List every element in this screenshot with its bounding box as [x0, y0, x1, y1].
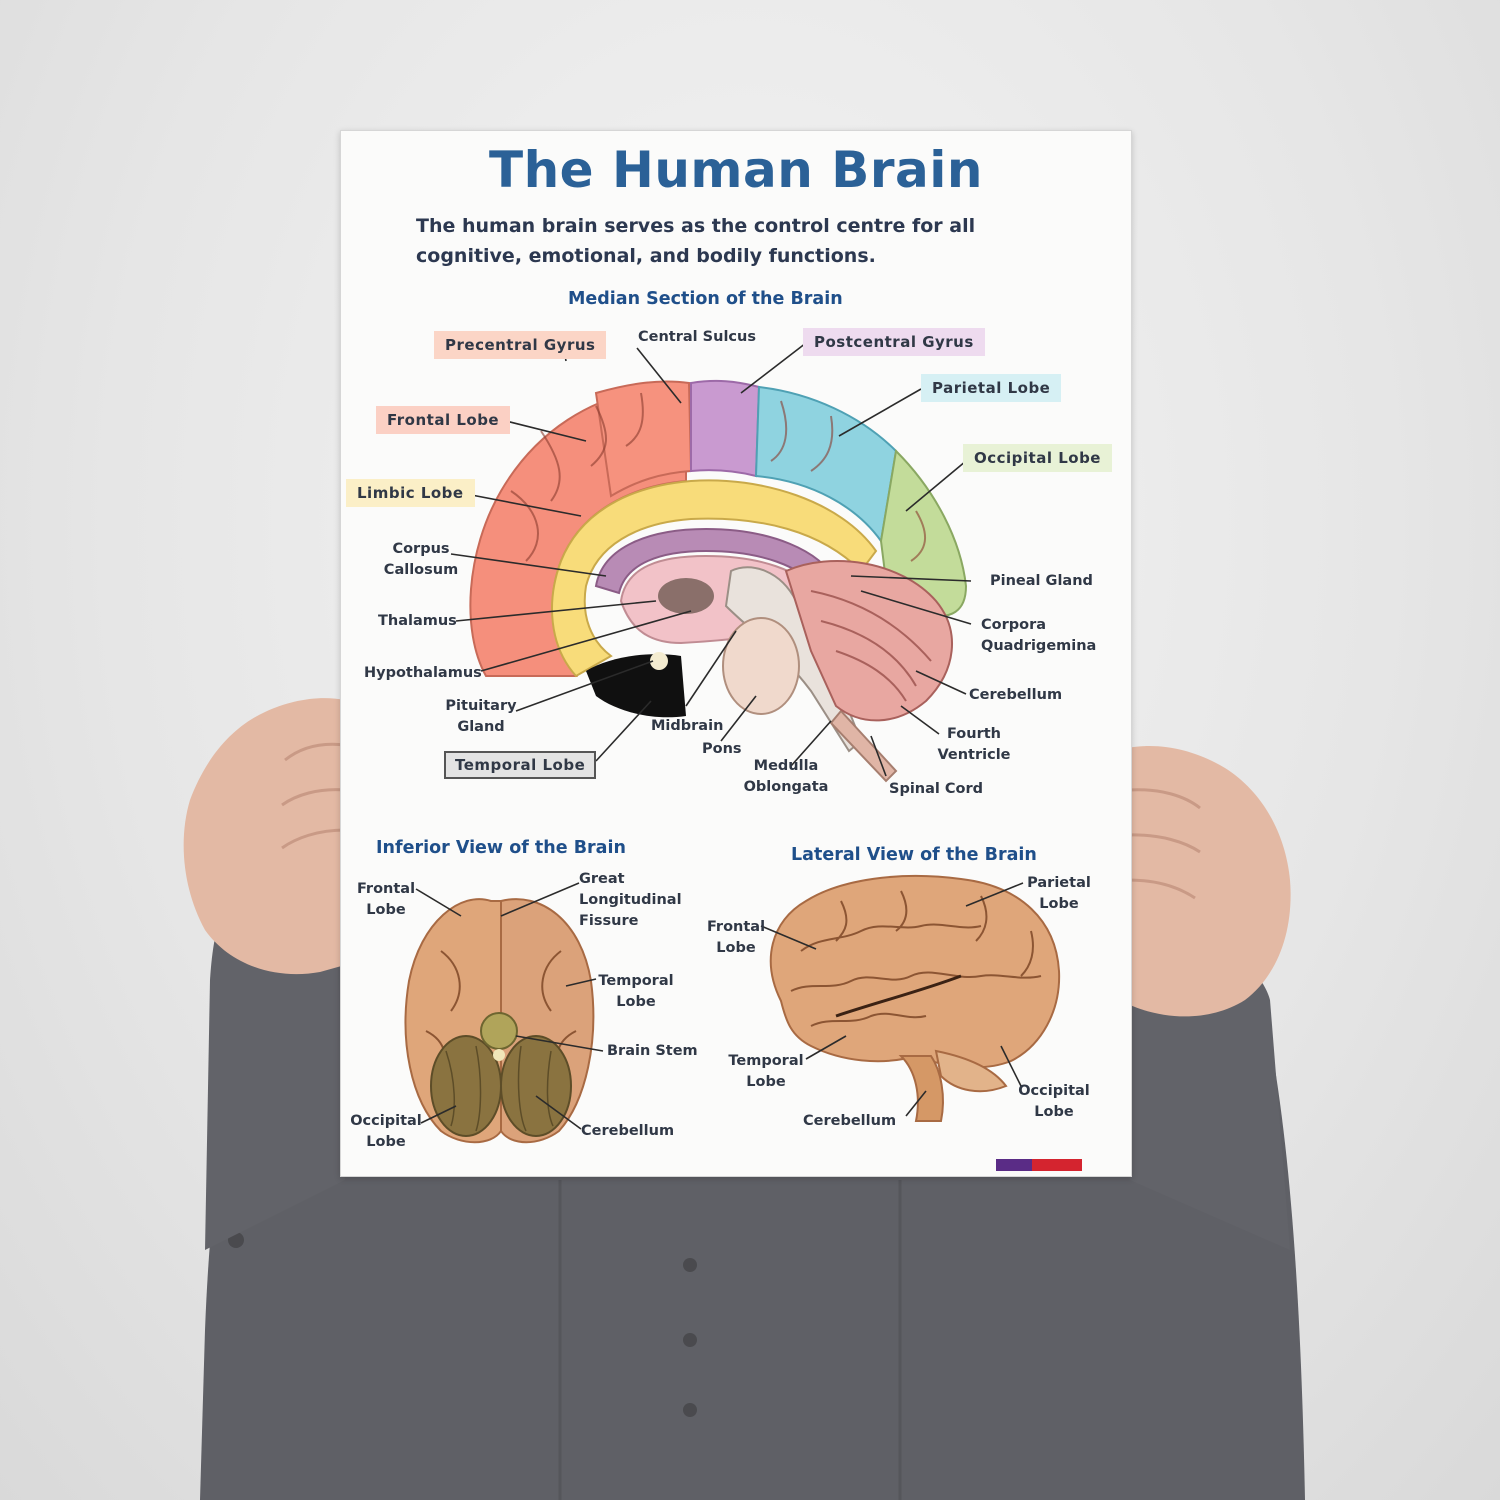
- temporal-lobe-box: Temporal Lobe: [444, 751, 597, 779]
- shirt-button: [683, 1258, 697, 1272]
- gland-text: Gland: [457, 719, 505, 735]
- oblongata-text: Oblongata: [743, 779, 829, 795]
- ventricle-text: Ventricle: [937, 747, 1011, 763]
- lateral-parietal-text: Parietal: [1027, 875, 1091, 891]
- publisher-logo: [996, 1159, 1082, 1171]
- quadrigemina-text: Quadrigemina: [981, 638, 1097, 654]
- inferior-brain-stem: [480, 1012, 518, 1050]
- lateral-view-heading: Lateral View of the Brain: [791, 845, 1037, 865]
- shirt-button: [683, 1403, 697, 1417]
- central-sulcus-region: [690, 379, 761, 478]
- great-text: Great: [579, 871, 625, 887]
- inferior-temporal-text: Temporal: [598, 973, 674, 989]
- corpus-text: Corpus: [392, 541, 450, 557]
- postcentral-gyrus-box: Postcentral Gyrus: [803, 328, 985, 356]
- fissure-text: Fissure: [579, 913, 639, 929]
- limbic-lobe-box: Limbic Lobe: [346, 479, 475, 507]
- pons-shape: [722, 617, 800, 715]
- inferior-frontal-text: Frontal: [356, 881, 416, 897]
- pituitary-gland-shape: [650, 652, 668, 670]
- parietal-lobe-box: Parietal Lobe: [921, 374, 1062, 402]
- left-hand: [183, 698, 345, 975]
- lateral-frontal-lobe-text: Lobe: [716, 940, 756, 956]
- midbrain-label: Midbrain: [651, 718, 724, 734]
- lateral-cerebellum-label: Cerebellum: [803, 1113, 897, 1129]
- lateral-temporal-text: Temporal: [728, 1053, 804, 1069]
- lateral-temporal-lobe-text: Lobe: [746, 1074, 786, 1090]
- spinal-cord: [829, 709, 898, 783]
- cerebellum-label: Cerebellum: [969, 687, 1063, 703]
- thalamus-label: Thalamus: [378, 613, 457, 629]
- median-section-heading: Median Section of the Brain: [568, 289, 843, 309]
- limbic-lobe-region: [551, 479, 878, 678]
- inferior-cerebellum-left: [430, 1035, 502, 1137]
- callosum-text: Callosum: [383, 562, 459, 578]
- pons-label: Pons: [702, 741, 742, 757]
- poster-title: The Human Brain: [488, 141, 984, 199]
- inferior-temporal-lobe-text: Lobe: [616, 994, 656, 1010]
- median-section-brain: [469, 379, 968, 783]
- lateral-parietal-lobe-text: Lobe: [1039, 896, 1079, 912]
- thalamus-shape: [658, 578, 714, 614]
- pineal-gland-label: Pineal Gland: [990, 573, 1093, 589]
- longitudinal-text: Longitudinal: [579, 892, 682, 908]
- inferior-cerebellum-label: Cerebellum: [581, 1123, 675, 1139]
- brain-diagrams: [404, 342, 1082, 1171]
- lateral-occipital-text: Occipital: [1018, 1083, 1090, 1099]
- inferior-occipital-text: Occipital: [350, 1113, 422, 1129]
- temporal-lobe-region: [586, 654, 686, 718]
- inferior-view-heading: Inferior View of the Brain: [376, 838, 626, 858]
- inferior-cerebellum-right: [500, 1035, 572, 1137]
- shirt-button: [683, 1333, 697, 1347]
- frontal-lobe-box: Frontal Lobe: [376, 406, 511, 434]
- right-hand: [1128, 746, 1291, 1017]
- spinal-cord-label: Spinal Cord: [889, 781, 984, 797]
- inferior-view-brain: [404, 898, 595, 1144]
- brain-poster: The Human Brain The human brain serves a…: [340, 130, 1132, 1177]
- poster-intro-text: The human brain serves as the control ce…: [416, 215, 976, 267]
- corpora-text: Corpora: [981, 617, 1047, 633]
- pituitary-text: Pituitary: [445, 698, 517, 714]
- fourth-text: Fourth: [946, 726, 1001, 742]
- central-sulcus-label: Central Sulcus: [638, 329, 756, 345]
- medulla-text: Medulla: [753, 758, 819, 774]
- lateral-frontal-text: Frontal: [706, 919, 766, 935]
- lateral-view-brain: [769, 874, 1061, 1122]
- hypothalamus-label: Hypothalamus: [364, 665, 482, 681]
- inferior-occipital-lobe-text: Lobe: [366, 1134, 406, 1150]
- brain-stem-label: Brain Stem: [607, 1043, 698, 1059]
- lateral-occipital-lobe-text: Lobe: [1034, 1104, 1074, 1120]
- inferior-lobe-text: Lobe: [366, 902, 406, 918]
- occipital-lobe-box: Occipital Lobe: [963, 444, 1112, 472]
- precentral-gyrus-box: Precentral Gyrus: [434, 331, 607, 359]
